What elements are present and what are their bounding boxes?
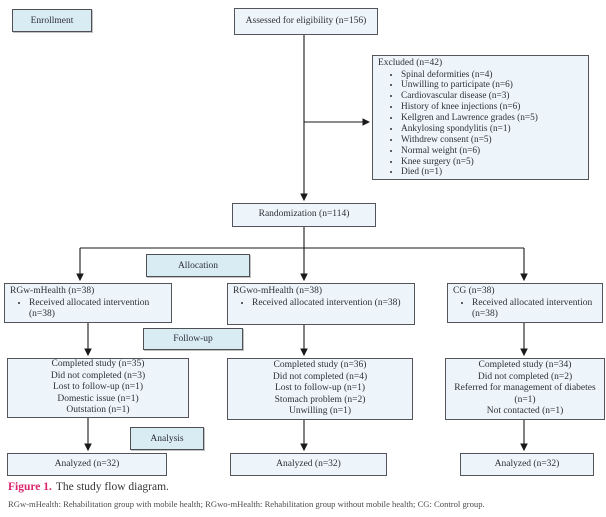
analyzed-box-rgw-mhealth: Analyzed (n=32) <box>7 453 167 476</box>
stage-label-enrollment: Enrollment <box>12 9 92 32</box>
randomization-box: Randomization (n=114) <box>232 203 376 227</box>
allocation-bullet: Received allocated intervention (n=38) <box>472 298 600 321</box>
excluded-title: Excluded (n=42) <box>378 58 443 68</box>
figure-caption-label: Figure 1. <box>8 481 52 493</box>
followup-box-rgw-mhealth: Completed study (n=35) Did not completed… <box>7 358 189 418</box>
excluded-item: Kellgren and Lawrence grades (n=5) <box>401 113 586 124</box>
excluded-item: Knee surgery (n=5) <box>401 157 586 168</box>
excluded-item: Normal weight (n=6) <box>401 146 586 157</box>
stage-label-followup: Follow-up <box>143 328 243 350</box>
followup-line: Not contacted (n=1) <box>486 406 564 417</box>
figure-caption: Figure 1.The study flow diagram. <box>8 481 169 493</box>
allocation-box-rgw-mhealth: RGw-mHealth (n=38) Received allocated in… <box>4 283 172 323</box>
followup-line: Did not completed (n=3) <box>50 370 146 381</box>
group-title: CG (n=38) <box>453 286 495 296</box>
group-title: RGw-mHealth (n=38) <box>10 286 95 296</box>
analyzed-box-rgwo-mhealth: Analyzed (n=32) <box>230 453 387 476</box>
stage-label-allocation: Allocation <box>146 254 250 277</box>
allocation-box-cg: CG (n=38) Received allocated interventio… <box>447 283 603 323</box>
followup-line: Outstation (n=1) <box>66 405 130 416</box>
followup-line: Domestic issue (n=1) <box>57 393 139 404</box>
allocation-box-rgwo-mhealth: RGwo-mHealth (n=38) Received allocated i… <box>227 283 415 325</box>
followup-line: Did not completed (n=4) <box>272 371 368 382</box>
excluded-box: Excluded (n=42) Spinal deformities (n=4)… <box>372 55 589 180</box>
stage-label-analysis: Analysis <box>130 427 204 450</box>
excluded-item: Unwilling to participate (n=6) <box>401 80 586 91</box>
excluded-list: Spinal deformities (n=4) Unwilling to pa… <box>373 70 588 179</box>
assessed-eligibility-box: Assessed for eligibility (n=156) <box>234 8 378 35</box>
followup-line: Unwilling (n=1) <box>288 406 352 417</box>
allocation-bullet: Received allocated intervention (n=38) <box>29 298 169 321</box>
excluded-item: History of knee injections (n=6) <box>401 102 586 113</box>
group-title: RGwo-mHealth (n=38) <box>233 286 322 296</box>
followup-line: Completed study (n=35) <box>51 359 145 370</box>
excluded-item: Withdrew consent (n=5) <box>401 135 586 146</box>
excluded-item: Ankylosing spondylitis (n=1) <box>401 124 586 135</box>
followup-line: Stomach problem (n=2) <box>274 394 366 405</box>
followup-box-rgwo-mhealth: Completed study (n=36) Did not completed… <box>227 358 413 420</box>
excluded-item: Cardiovascular disease (n=3) <box>401 91 586 102</box>
followup-line: Referred for management of diabetes (n=1… <box>454 383 596 405</box>
excluded-item: Died (n=1) <box>401 167 586 178</box>
followup-line: Lost to follow-up (n=1) <box>52 382 144 393</box>
followup-line: Completed study (n=34) <box>478 360 572 371</box>
excluded-item: Spinal deformities (n=4) <box>401 70 586 81</box>
followup-box-cg: Completed study (n=34) Did not completed… <box>445 358 605 420</box>
followup-line: Lost to follow-up (n=1) <box>274 383 366 394</box>
followup-line: Completed study (n=36) <box>273 360 367 371</box>
followup-line: Did not completed (n=2) <box>477 371 573 382</box>
allocation-bullet: Received allocated intervention (n=38) <box>252 298 412 310</box>
figure-footnote: RGw-mHealth: Rehabilitation group with m… <box>8 499 485 509</box>
figure-caption-text: The study flow diagram. <box>55 481 169 493</box>
analyzed-box-cg: Analyzed (n=32) <box>460 453 594 476</box>
